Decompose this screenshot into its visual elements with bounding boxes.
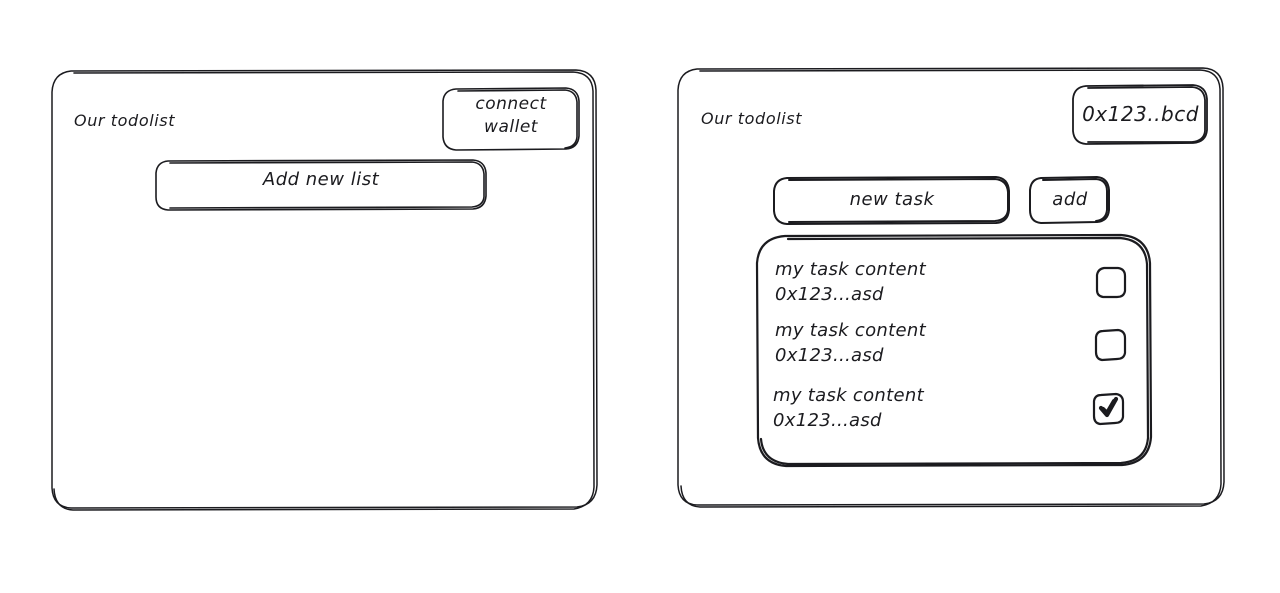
panel-tasks-title: Our todolist — [701, 109, 803, 128]
panel-connect-title: Our todolist — [74, 111, 176, 130]
connect-wallet-label-line2: wallet — [484, 117, 538, 137]
new-task-input-value: new task — [849, 189, 935, 210]
add-new-list-button[interactable] — [156, 160, 487, 210]
task-row[interactable] — [765, 381, 1085, 433]
add-new-list-label: Add new list — [262, 169, 380, 190]
task-checkbox[interactable] — [1094, 266, 1128, 300]
task-address: 0x123...asd — [775, 284, 884, 305]
add-task-button-label: add — [1052, 189, 1088, 210]
connect-wallet-label-line1: connect — [475, 94, 547, 114]
task-content: my task content — [773, 385, 924, 406]
task-address: 0x123...asd — [773, 410, 882, 431]
task-content: my task content — [775, 320, 926, 341]
add-task-button[interactable] — [1030, 177, 1110, 224]
task-row[interactable] — [765, 316, 1085, 368]
task-checkbox[interactable] — [1093, 328, 1127, 362]
task-address: 0x123...asd — [775, 345, 884, 366]
wallet-address-badge[interactable] — [1073, 85, 1208, 145]
new-task-input[interactable] — [774, 177, 1010, 225]
connect-wallet-button[interactable] — [443, 88, 580, 151]
task-row[interactable] — [765, 255, 1085, 307]
task-checkbox[interactable] — [1091, 392, 1125, 426]
wallet-address-badge-label: 0x123..bcd — [1082, 102, 1199, 126]
task-content: my task content — [775, 259, 926, 280]
